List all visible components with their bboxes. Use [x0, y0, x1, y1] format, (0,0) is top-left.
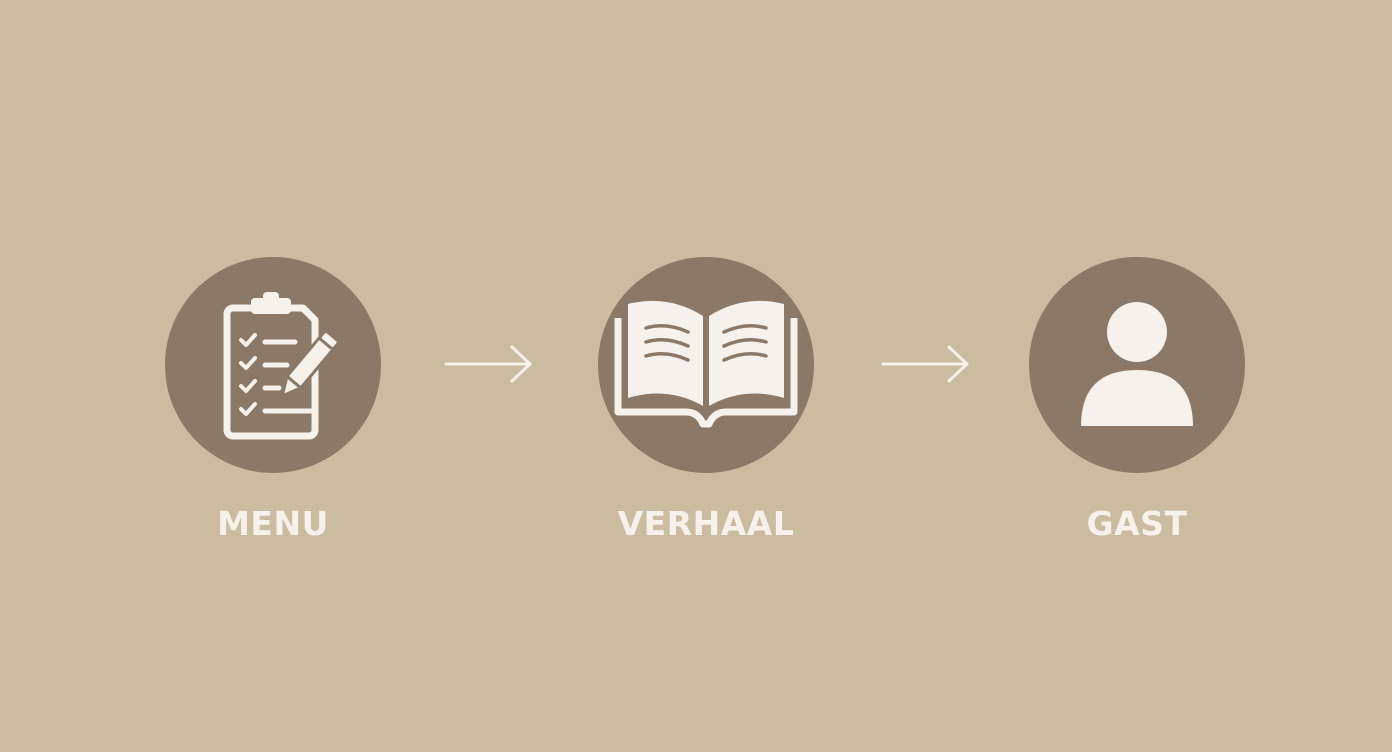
step-menu: MENU — [133, 257, 413, 540]
arrow-right-icon — [444, 345, 532, 383]
step-verhaal: VERHAAL — [566, 257, 846, 540]
step-label-verhaal: VERHAAL — [617, 504, 795, 543]
gast-icon-circle — [1029, 257, 1245, 473]
clipboard-checklist-pencil-icon — [223, 292, 340, 440]
step-gast: GAST — [997, 257, 1277, 540]
open-book-icon — [614, 300, 798, 428]
step-label-gast: GAST — [1086, 504, 1188, 543]
arrow-right-icon — [881, 345, 969, 383]
menu-icon-circle — [165, 257, 381, 473]
person-icon — [1081, 302, 1193, 426]
step-label-menu: MENU — [217, 504, 329, 543]
verhaal-icon-circle — [598, 257, 814, 473]
